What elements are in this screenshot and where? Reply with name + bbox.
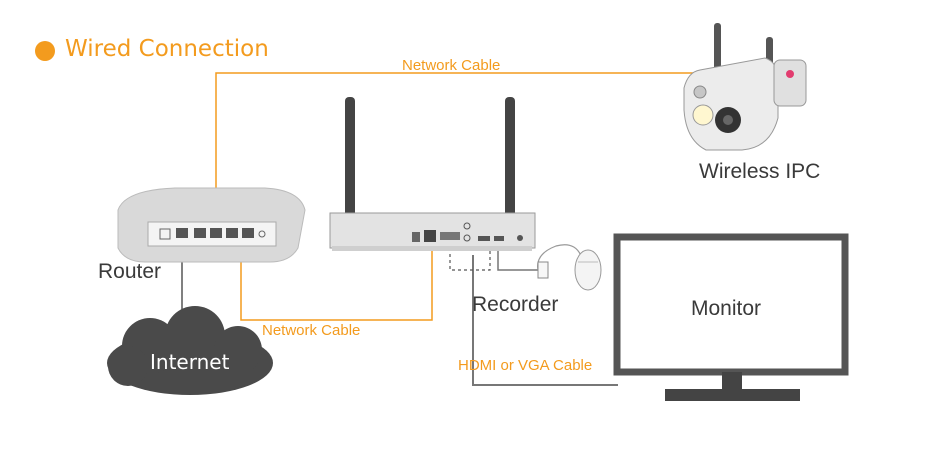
wireless-ipc-camera-icon	[683, 23, 807, 151]
hdmi-vga-cable-label: HDMI or VGA Cable	[458, 357, 593, 374]
internet-cloud-icon	[107, 306, 273, 395]
wireless-ipc-label: Wireless IPC	[699, 160, 821, 183]
router-icon	[117, 187, 306, 263]
network-cable-bottom	[240, 247, 433, 321]
recorder-icon	[329, 97, 536, 251]
monitor-label: Monitor	[691, 297, 762, 320]
network-cable-bottom-label: Network Cable	[262, 322, 361, 339]
mouse-cable	[497, 250, 545, 271]
internet-label: Internet	[150, 350, 230, 374]
network-cable-top-label: Network Cable	[402, 57, 501, 74]
hdmi-vga-cable	[472, 255, 618, 386]
router-label: Router	[98, 260, 162, 283]
network-cable-top	[215, 72, 700, 230]
title-bullet-icon	[35, 41, 55, 61]
recorder-label: Recorder	[472, 293, 559, 316]
monitor-icon	[613, 233, 849, 401]
hdmi-vga-port-bracket	[449, 248, 491, 271]
mouse-icon	[537, 244, 602, 291]
diagram-title: Wired Connection	[65, 36, 269, 62]
